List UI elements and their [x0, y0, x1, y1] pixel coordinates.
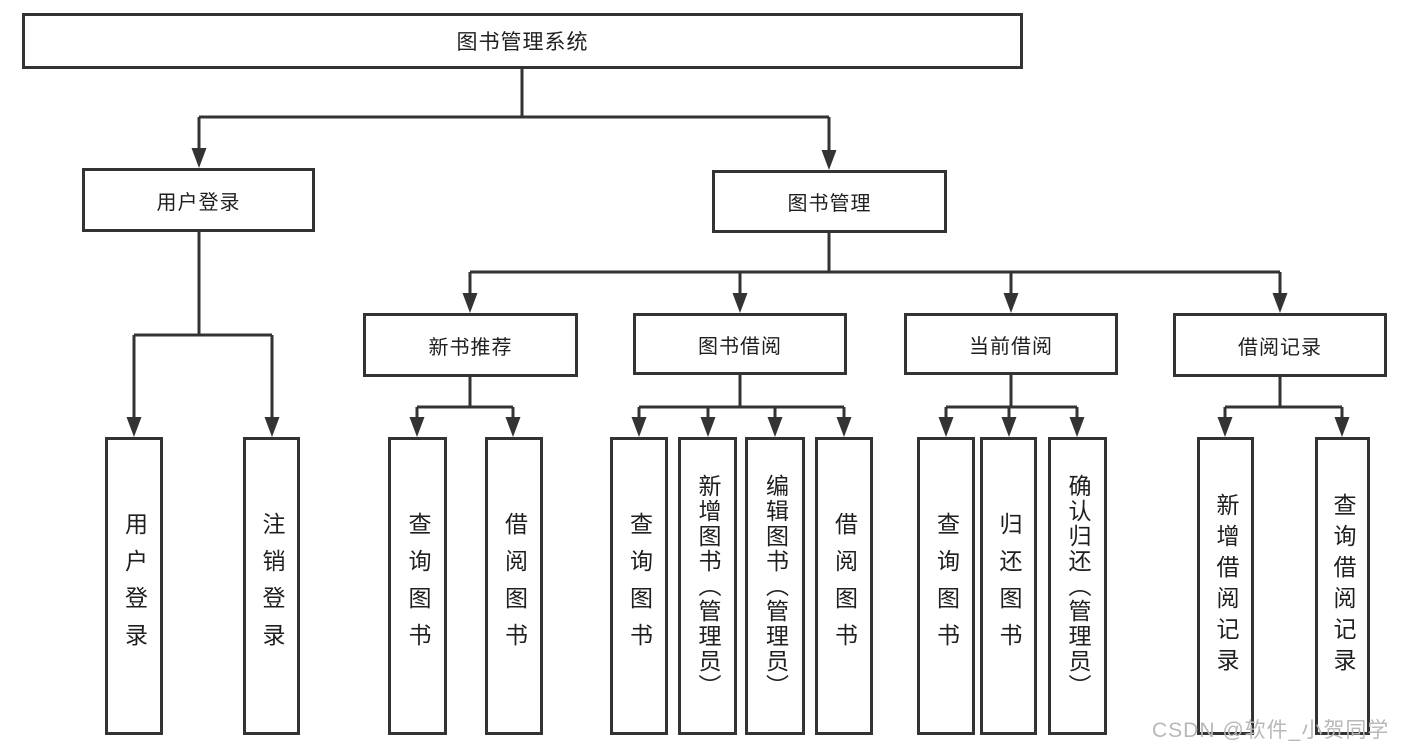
node-leaf-return-book: 归还图书: [980, 437, 1037, 735]
node-leaf-edit-book-admin: 编辑图书（管理员）: [745, 437, 805, 735]
node-user-login: 用户登录: [82, 168, 315, 232]
connector-current-to-children: [938, 375, 1085, 437]
node-leaf-query-borrow-record: 查询借阅记录: [1315, 437, 1370, 735]
connector-new-book-to-children: [409, 377, 521, 437]
node-leaf-borrow-book-1: 借阅图书: [485, 437, 543, 735]
connector-records-to-children: [1217, 377, 1350, 437]
node-book-management: 图书管理: [712, 170, 947, 233]
node-leaf-borrow-book-2: 借阅图书: [815, 437, 873, 735]
connector-book-mgmt-to-level3: [462, 231, 1288, 313]
node-book-borrow: 图书借阅: [633, 313, 847, 375]
node-leaf-query-book-1: 查询图书: [388, 437, 447, 735]
node-leaf-query-book-2: 查询图书: [610, 437, 668, 735]
node-leaf-user-login: 用户登录: [105, 437, 163, 735]
connector-user-login-to-children: [126, 230, 280, 437]
connector-borrow-to-children: [631, 375, 852, 437]
node-current-borrow: 当前借阅: [904, 313, 1118, 375]
connector-root-to-level2: [191, 67, 837, 170]
node-new-book-recommend: 新书推荐: [363, 313, 578, 377]
node-borrow-records: 借阅记录: [1173, 313, 1387, 377]
node-leaf-add-borrow-record: 新增借阅记录: [1197, 437, 1254, 735]
node-leaf-query-book-3: 查询图书: [917, 437, 975, 735]
csdn-watermark: CSDN @软件_小贺同学: [1152, 719, 1390, 742]
node-leaf-confirm-return-admin: 确认归还（管理员）: [1048, 437, 1107, 735]
node-leaf-logout: 注销登录: [243, 437, 300, 735]
node-library-system: 图书管理系统: [22, 13, 1023, 69]
node-leaf-add-book-admin: 新增图书（管理员）: [678, 437, 737, 735]
